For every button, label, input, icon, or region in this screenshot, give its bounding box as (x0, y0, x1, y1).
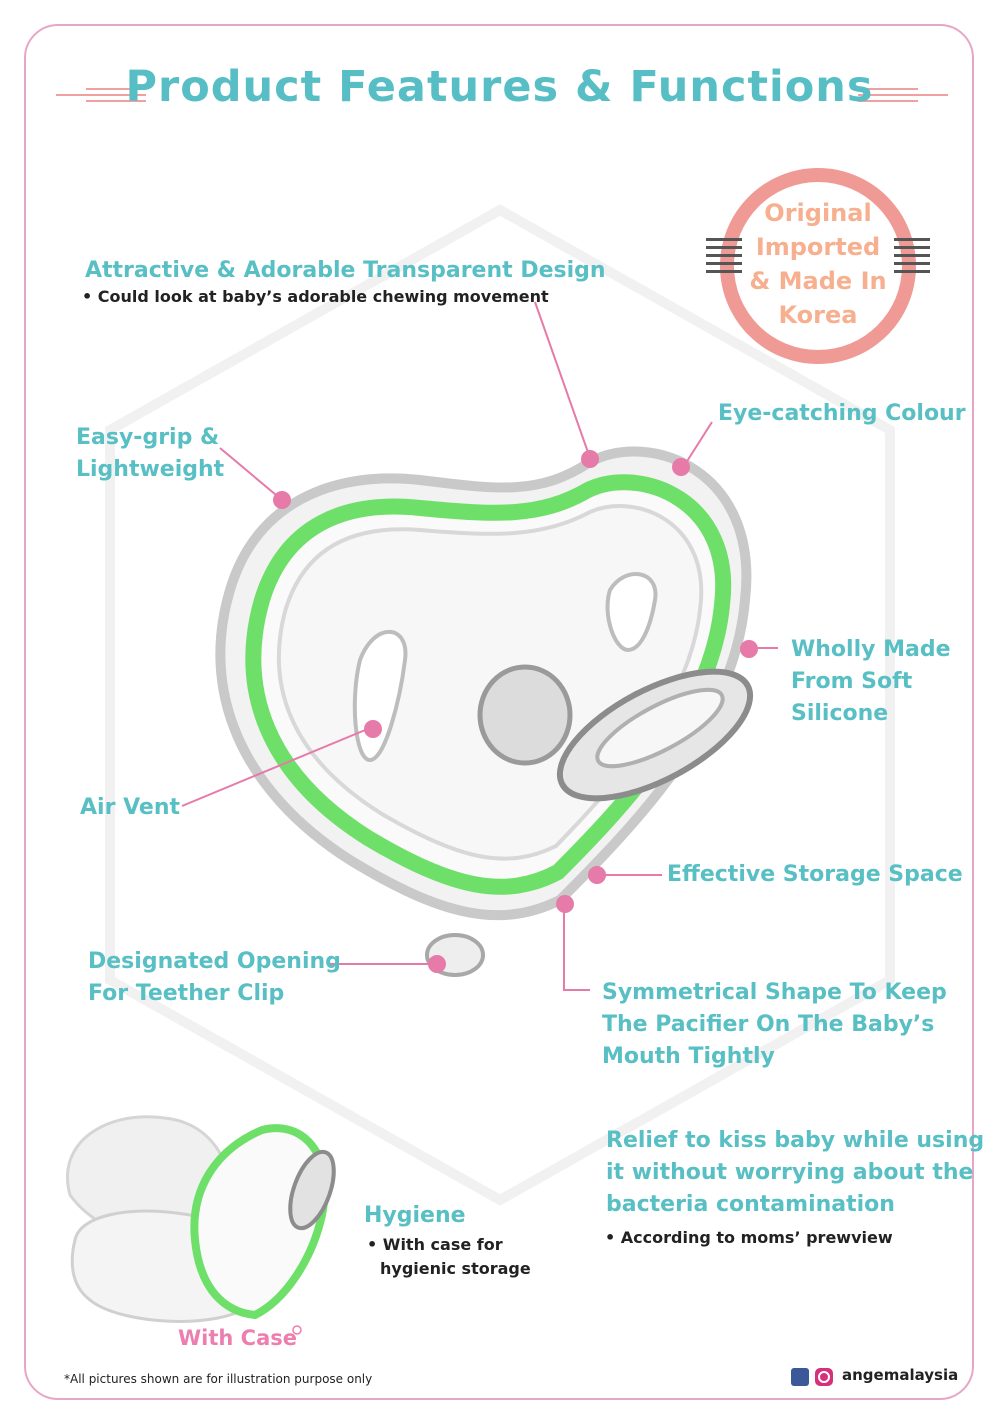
title-decoration-right (858, 88, 948, 106)
feature-transparent-title: Attractive & Adorable Transparent Design (85, 258, 606, 283)
watermark-hexagon (105, 204, 895, 1206)
callout-dot-silicone (740, 640, 758, 658)
feature-symmetrical-line: Mouth Tightly (602, 1044, 775, 1069)
feature-silicone-line: Wholly Made (791, 637, 951, 662)
page-frame (24, 24, 974, 1400)
feature-silicone: Wholly Made From Soft Silicone (791, 634, 951, 730)
feature-opening: Designated Opening For Teether Clip (88, 946, 341, 1010)
badge-line: Imported (755, 233, 881, 261)
feature-hygiene-bullet: hygienic storage (380, 1259, 531, 1278)
with-case-label: With Case (178, 1326, 297, 1350)
feature-symmetrical-line: The Pacifier On The Baby’s (602, 1012, 935, 1037)
callout-dot-symmetrical (556, 895, 574, 913)
feature-colour: Eye-catching Colour (718, 401, 966, 426)
feature-grip-line: Easy-grip & (76, 425, 220, 450)
feature-opening-line: For Teether Clip (88, 981, 285, 1006)
feature-relief-line: bacteria contamination (606, 1192, 895, 1217)
instagram-icon (815, 1368, 833, 1386)
social-handle[interactable]: angemalaysia (842, 1366, 959, 1384)
feature-silicone-line: Silicone (791, 701, 889, 726)
feature-relief-line: Relief to kiss baby while using (606, 1128, 985, 1153)
feature-transparent-bullet: • Could look at baby’s adorable chewing … (82, 287, 549, 306)
footnote: *All pictures shown are for illustration… (64, 1372, 373, 1386)
pacifier-illustration (215, 446, 754, 977)
callout-dot-transparent (581, 450, 599, 468)
feature-storage: Effective Storage Space (667, 862, 963, 887)
feature-relief: Relief to kiss baby while using it witho… (606, 1125, 984, 1221)
feature-vent: Air Vent (80, 795, 180, 820)
badge-line: Korea (778, 301, 858, 329)
title-decoration-left (56, 88, 146, 106)
callout-dot-vent (364, 720, 382, 738)
feature-symmetrical: Symmetrical Shape To Keep The Pacifier O… (602, 977, 947, 1073)
callout-dot-opening (428, 955, 446, 973)
feature-grip-line: Lightweight (76, 457, 225, 482)
feature-opening-line: Designated Opening (88, 949, 341, 974)
badge-line: Original (764, 199, 872, 227)
callout-dot-storage (588, 866, 606, 884)
facebook-icon (791, 1368, 809, 1386)
origin-badge-seal (706, 168, 930, 364)
case-illustration (66, 1115, 336, 1323)
feature-symmetrical-line: Symmetrical Shape To Keep (602, 980, 947, 1005)
page-title: Product Features & Functions (125, 62, 874, 112)
feature-grip: Easy-grip & Lightweight (76, 422, 224, 486)
feature-hygiene-title: Hygiene (364, 1203, 466, 1228)
feature-hygiene-bullet: • With case for (367, 1235, 503, 1254)
badge-line: & Made In (749, 267, 887, 295)
feature-relief-line: it without worrying about the (606, 1160, 974, 1185)
callout-dot-grip (273, 491, 291, 509)
callout-dot-colour (672, 458, 690, 476)
origin-badge-text: Original Imported & Made In Korea (728, 196, 908, 332)
feature-relief-bullet: • According to moms’ prewview (605, 1228, 893, 1247)
feature-silicone-line: From Soft (791, 669, 913, 694)
